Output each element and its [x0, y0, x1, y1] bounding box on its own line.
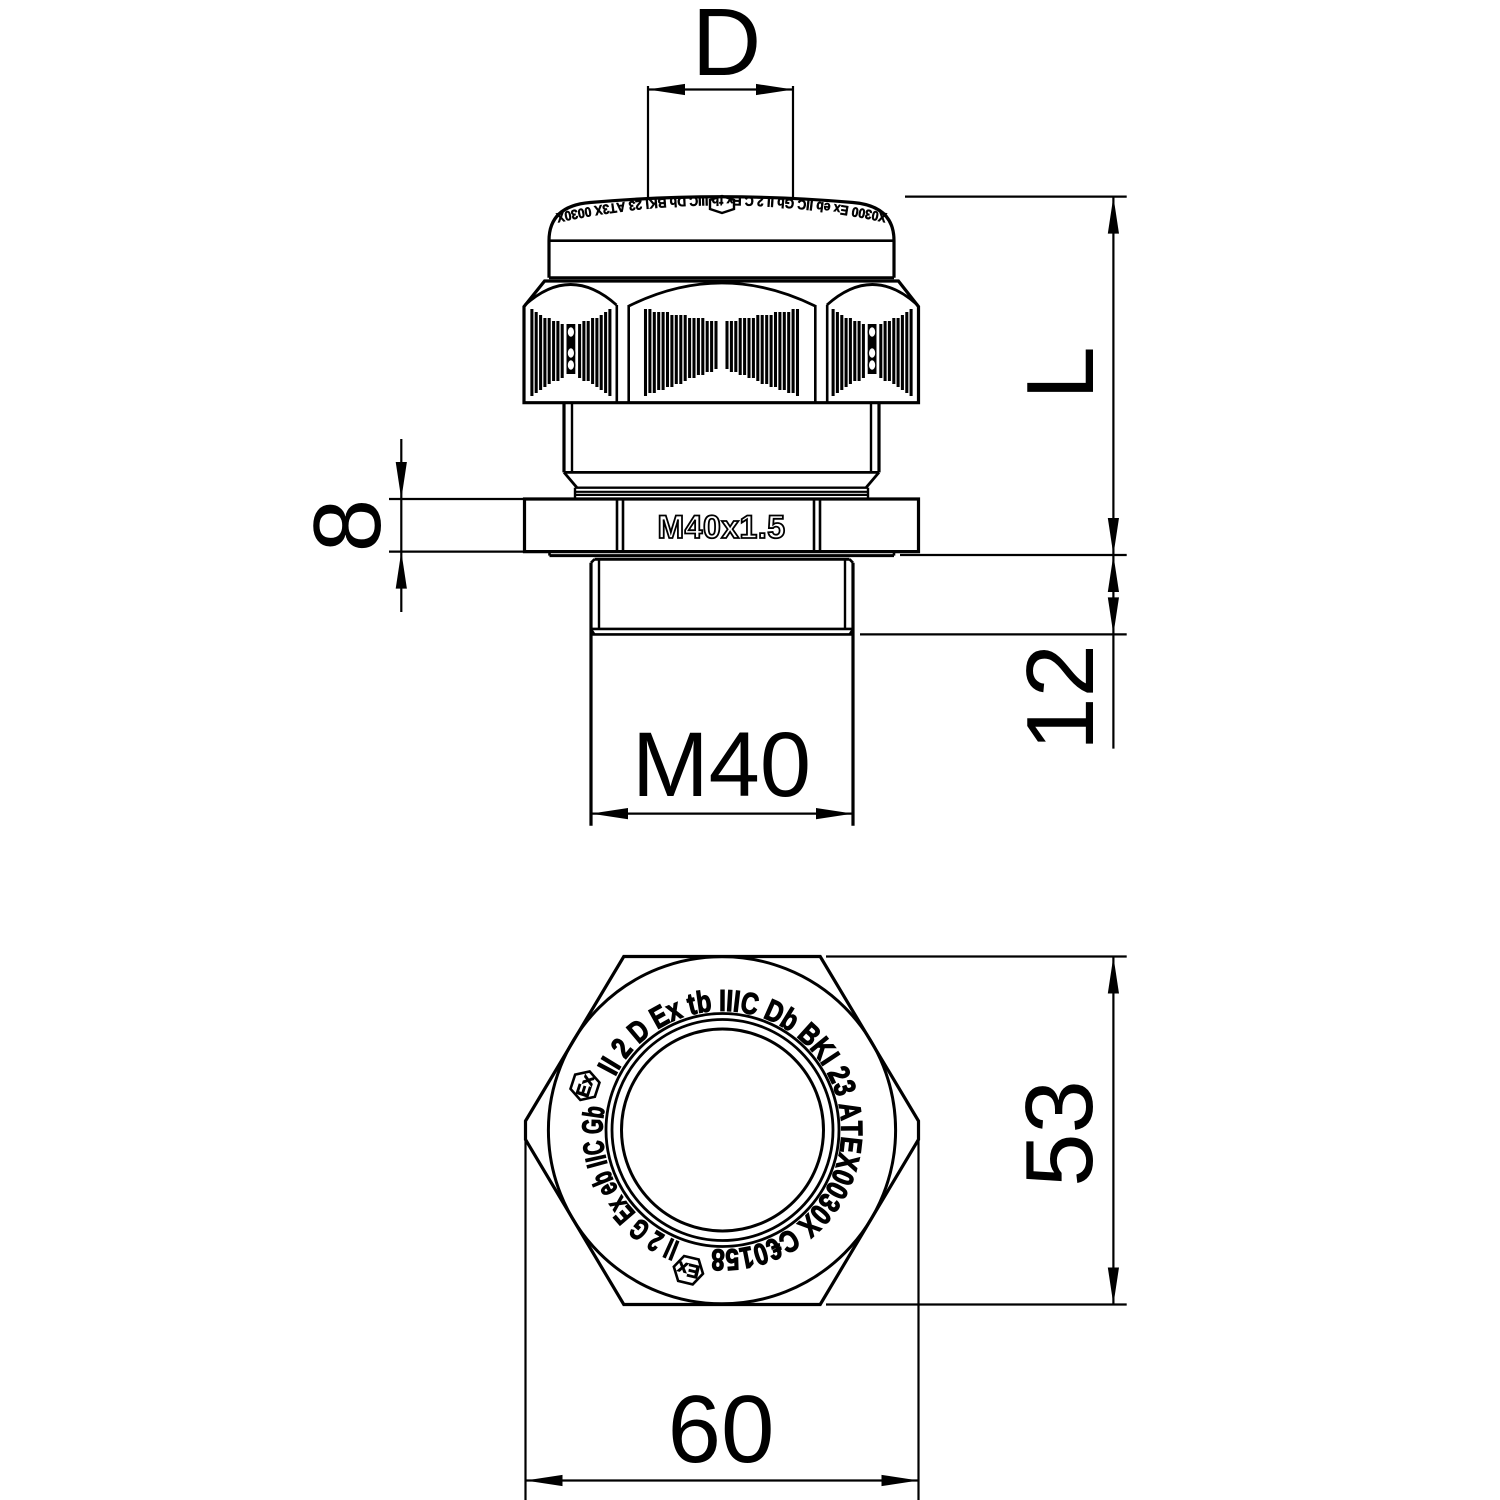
svg-text:I: I	[701, 193, 705, 209]
svg-text:E: E	[839, 202, 850, 219]
svg-text:12: 12	[1007, 644, 1114, 751]
svg-text:3: 3	[601, 201, 610, 218]
svg-text:b: b	[578, 1104, 611, 1120]
svg-text:M40: M40	[632, 714, 811, 816]
svg-text:C: C	[689, 193, 698, 209]
svg-text:I: I	[725, 983, 734, 1018]
svg-text:0: 0	[870, 207, 880, 224]
svg-text:X: X	[555, 209, 567, 226]
svg-text:I: I	[719, 983, 726, 1017]
svg-text:I: I	[645, 196, 650, 212]
svg-text:I: I	[698, 193, 702, 209]
svg-text:b: b	[815, 199, 825, 216]
svg-text:53: 53	[1006, 1080, 1113, 1187]
svg-text:C: C	[578, 1139, 611, 1157]
svg-text:b: b	[694, 984, 713, 1020]
svg-text:x: x	[726, 193, 734, 209]
svg-text:I: I	[805, 197, 810, 213]
svg-text:E: E	[833, 1135, 869, 1155]
svg-text:8: 8	[711, 1243, 725, 1278]
svg-text:5: 5	[724, 1242, 740, 1277]
svg-text:B: B	[657, 195, 667, 211]
svg-text:2: 2	[635, 197, 643, 213]
svg-text:60: 60	[668, 1376, 775, 1483]
svg-text:X: X	[876, 209, 888, 226]
svg-text:I: I	[767, 194, 771, 210]
svg-text:0: 0	[583, 204, 592, 221]
svg-text:D: D	[677, 194, 687, 210]
svg-text:L: L	[1007, 346, 1114, 399]
svg-text:3: 3	[864, 206, 874, 223]
svg-text:A: A	[616, 199, 627, 216]
svg-text:E: E	[733, 193, 742, 209]
svg-text:I: I	[705, 193, 709, 209]
svg-text:I: I	[770, 194, 774, 210]
svg-text:x: x	[832, 201, 842, 218]
svg-text:A: A	[832, 1100, 868, 1122]
svg-text:0: 0	[850, 204, 859, 221]
svg-text:C: C	[797, 197, 807, 214]
svg-text:T: T	[608, 200, 618, 217]
svg-text:3: 3	[628, 198, 637, 214]
svg-text:b: b	[669, 194, 678, 210]
svg-text:M40x1.5: M40x1.5	[657, 509, 785, 545]
svg-text:2: 2	[757, 194, 765, 210]
svg-text:D: D	[692, 0, 761, 96]
svg-text:X: X	[593, 202, 604, 219]
svg-text:T: T	[835, 1121, 869, 1137]
svg-text:t: t	[718, 193, 723, 209]
svg-text:3: 3	[570, 206, 580, 223]
svg-text:0: 0	[576, 205, 586, 222]
svg-text:8: 8	[294, 499, 401, 552]
svg-text:C: C	[745, 193, 754, 209]
svg-text:b: b	[712, 193, 720, 209]
svg-text:b: b	[777, 195, 786, 211]
svg-text:K: K	[648, 195, 659, 211]
svg-text:0: 0	[563, 207, 573, 224]
svg-text:G: G	[578, 1118, 610, 1134]
svg-text:I: I	[732, 984, 743, 1019]
svg-text:I: I	[809, 198, 814, 214]
svg-text:G: G	[784, 195, 795, 211]
svg-text:e: e	[823, 200, 832, 216]
svg-text:0: 0	[857, 205, 867, 222]
